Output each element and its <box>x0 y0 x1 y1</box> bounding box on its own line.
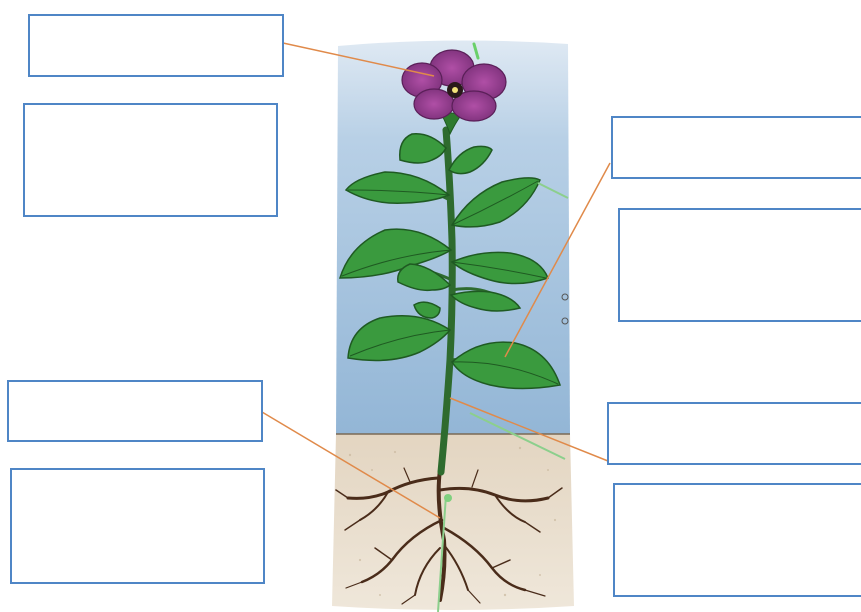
stem-function-box[interactable] <box>614 484 861 596</box>
root-name-box[interactable] <box>8 381 262 441</box>
leaf-function-box[interactable] <box>619 209 861 321</box>
flower-name-box[interactable] <box>29 15 283 76</box>
soil-background <box>332 434 574 610</box>
flower-function-box[interactable] <box>24 104 277 216</box>
stamen <box>452 87 458 93</box>
leaf-name-box[interactable] <box>612 117 861 178</box>
stem-name-box[interactable] <box>608 403 861 464</box>
root-function-box[interactable] <box>11 469 264 583</box>
root-marker <box>444 494 452 502</box>
